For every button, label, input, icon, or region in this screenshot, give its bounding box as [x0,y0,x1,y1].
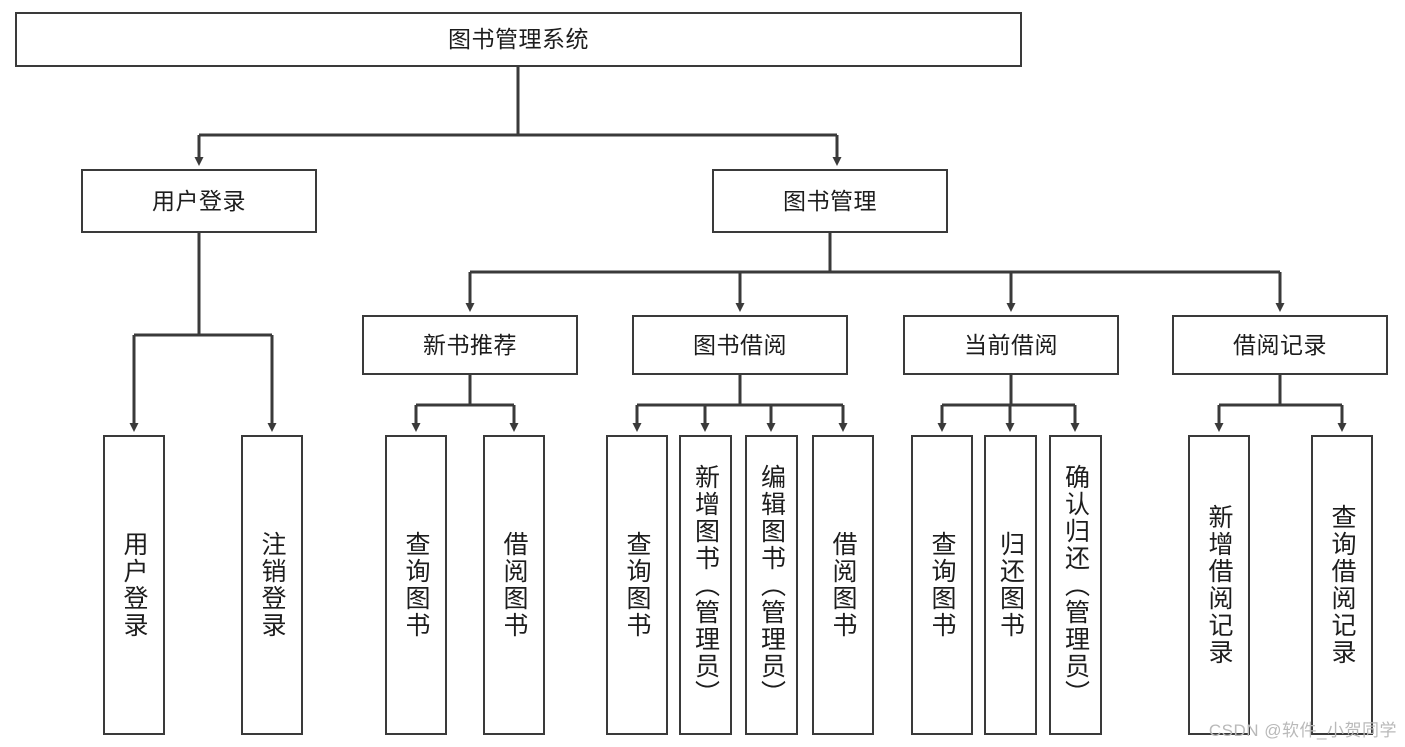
node-leaf-query-2[interactable]: 查询图书 [606,435,668,735]
node-root[interactable]: 图书管理系统 [15,12,1022,67]
node-new-book-rec[interactable]: 新书推荐 [362,315,578,375]
node-label: 借阅记录 [1233,331,1327,358]
node-label: 确认归还（管理员） [1061,463,1090,707]
node-label: 用户登录 [120,531,148,639]
node-label: 归还图书 [996,531,1025,639]
node-user-login[interactable]: 用户登录 [81,169,317,233]
node-leaf-query-1[interactable]: 查询图书 [385,435,447,735]
node-book-borrow[interactable]: 图书借阅 [632,315,848,375]
node-leaf-add-book[interactable]: 新增图书（管理员） [679,435,732,735]
node-label: 编辑图书（管理员） [757,463,786,707]
node-leaf-confirm[interactable]: 确认归还（管理员） [1049,435,1102,735]
node-label: 查询借阅记录 [1328,504,1356,666]
node-leaf-logout[interactable]: 注销登录 [241,435,303,735]
node-label: 查询图书 [623,531,651,639]
node-borrow-record[interactable]: 借阅记录 [1172,315,1388,375]
node-leaf-query-rec[interactable]: 查询借阅记录 [1311,435,1373,735]
node-leaf-edit-book[interactable]: 编辑图书（管理员） [745,435,798,735]
node-label: 注销登录 [258,531,286,639]
node-label: 借阅图书 [829,531,857,639]
watermark: CSDN @软件_小贺同学 [1208,721,1397,740]
node-label: 图书管理系统 [448,26,589,53]
node-leaf-return[interactable]: 归还图书 [984,435,1037,735]
node-label: 图书管理 [783,187,877,214]
node-leaf-add-rec[interactable]: 新增借阅记录 [1188,435,1250,735]
node-leaf-borrow-1[interactable]: 借阅图书 [483,435,545,735]
node-label: 查询图书 [928,531,956,639]
node-leaf-user-login[interactable]: 用户登录 [103,435,165,735]
node-label: 用户登录 [152,187,246,214]
node-book-manage[interactable]: 图书管理 [712,169,948,233]
node-label: 新增借阅记录 [1205,504,1233,666]
node-label: 新书推荐 [423,331,517,358]
node-label: 借阅图书 [500,531,528,639]
node-current-borrow[interactable]: 当前借阅 [903,315,1119,375]
node-leaf-query-3[interactable]: 查询图书 [911,435,973,735]
node-label: 新增图书（管理员） [691,463,720,707]
node-label: 图书借阅 [693,331,787,358]
node-label: 当前借阅 [964,331,1058,358]
node-leaf-borrow-2[interactable]: 借阅图书 [812,435,874,735]
node-label: 查询图书 [402,531,430,639]
